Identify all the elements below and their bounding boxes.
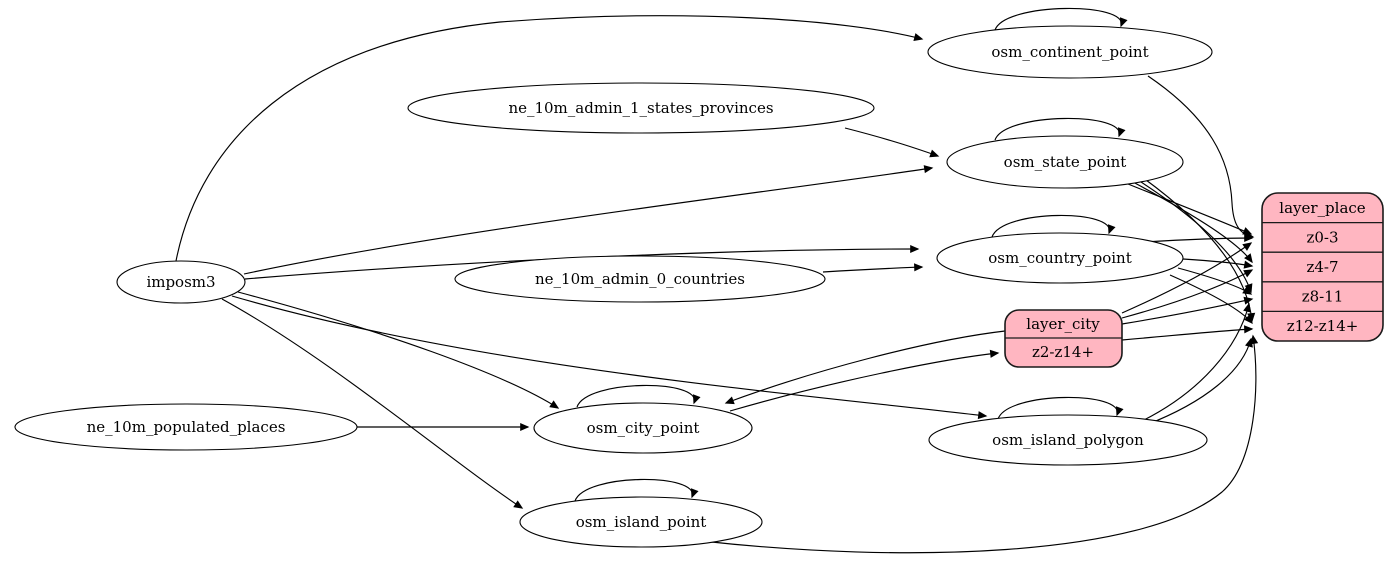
edge-layer-city-to-layer-place-z12-z14 xyxy=(1121,325,1254,341)
edge-osm-state-point-to-layer-place-z4-7 xyxy=(1132,181,1253,264)
edge-osm-state-point-to-layer-place-z8-11 xyxy=(1137,179,1253,294)
node-osm-country-point-shape xyxy=(936,232,1184,284)
node-layer-place-shape xyxy=(1261,192,1384,342)
node-osm-city-point-shape xyxy=(533,402,753,454)
node-osm-continent-point-label: osm_continent_point xyxy=(991,43,1148,61)
node-osm-island-point: osm_island_point xyxy=(519,496,763,548)
node-ne-10m-populated-places: ne_10m_populated_places xyxy=(14,403,358,451)
node-imposm3-shape xyxy=(116,260,246,304)
node-osm-island-point-shape xyxy=(519,496,763,548)
node-layer-place-title: layer_place xyxy=(1279,199,1366,217)
node-osm-country-point-label: osm_country_point xyxy=(988,249,1132,267)
node-osm-island-point-label: osm_island_point xyxy=(576,513,707,531)
self-loop-osm-state-point xyxy=(994,117,1126,141)
node-ne-10m-admin-1-states-provinces-shape xyxy=(407,82,875,134)
edge-osm-country-point-to-layer-place-z8-11 xyxy=(1177,267,1253,295)
edge-osm-country-point-to-layer-place-z12-z14 xyxy=(1169,274,1253,325)
node-ne-10m-admin-0-countries-label: ne_10m_admin_0_countries xyxy=(535,270,745,288)
edge-osm-country-point-to-layer-place-z4-7 xyxy=(1182,258,1254,269)
edge-osm-island-polygon-to-layer-place-z8-11 xyxy=(1141,302,1252,422)
node-ne-10m-admin-1-states-provinces: ne_10m_admin_1_states_provinces xyxy=(407,82,875,134)
edge-layer xyxy=(175,7,1259,554)
node-ne-10m-admin-1-states-provinces-label: ne_10m_admin_1_states_provinces xyxy=(508,99,773,117)
edge-osm-island-point-to-layer-place-z12-z14 xyxy=(701,334,1259,554)
node-layer-city: layer_city z2-z14+ xyxy=(1004,309,1123,368)
layer-place-row-z12-z14: z12-z14+ xyxy=(1287,317,1359,335)
edge-osm-city-point-to-layer-city-z2-z14 xyxy=(729,349,1000,412)
node-osm-state-point-label: osm_state_point xyxy=(1004,153,1127,171)
edge-osm-state-point-to-layer-place-z0-3 xyxy=(1127,183,1253,235)
node-ne-10m-populated-places-label: ne_10m_populated_places xyxy=(87,418,286,436)
edge-imposm3-to-osm-continent-point xyxy=(175,15,924,262)
node-osm-continent-point-shape xyxy=(927,25,1213,79)
edge-layer-city-to-layer-place-z8-11 xyxy=(1121,296,1254,325)
node-ne-10m-admin-0-countries: ne_10m_admin_0_countries xyxy=(454,255,826,303)
node-osm-state-point-shape xyxy=(946,135,1184,189)
edge-imposm3-to-osm-state-point xyxy=(243,165,934,275)
node-osm-city-point: osm_city_point xyxy=(533,402,753,454)
self-loop-osm-country-point xyxy=(991,214,1116,238)
node-osm-island-polygon: osm_island_polygon xyxy=(928,414,1208,466)
edge-layer-city-to-layer-place-z0-3 xyxy=(1121,242,1253,314)
self-loop-osm-city-point xyxy=(576,384,701,408)
edge-imposm3-to-osm-city-point xyxy=(237,291,560,409)
edge-ne-10m-admin-1-states-provinces-to-osm-state-point xyxy=(844,127,940,158)
layer-place-row-z0-3: z0-3 xyxy=(1306,229,1338,247)
edge-layer-city-to-layer-place-z4-7 xyxy=(1121,269,1254,319)
layer-place-row-z8-11: z8-11 xyxy=(1302,288,1344,306)
node-imposm3-label: imposm3 xyxy=(146,273,215,291)
node-osm-island-polygon-label: osm_island_polygon xyxy=(992,431,1144,449)
node-osm-city-point-label: osm_city_point xyxy=(587,419,700,437)
layer-place-row-z4-7: z4-7 xyxy=(1306,258,1338,276)
layer-city-row-z2-z14: z2-z14+ xyxy=(1032,343,1094,361)
node-osm-state-point: osm_state_point xyxy=(946,135,1184,189)
self-loop-osm-continent-point xyxy=(994,7,1128,31)
node-ne-10m-populated-places-shape xyxy=(14,403,358,451)
edge-imposm3-to-osm-island-polygon xyxy=(231,295,988,420)
edge-layer-city-to-osm-city-point xyxy=(724,330,1006,405)
edge-osm-island-polygon-to-layer-place-z12-z14 xyxy=(1145,337,1253,426)
node-osm-country-point: osm_country_point xyxy=(936,232,1184,284)
edge-ne-10m-admin-0-countries-to-osm-country-point xyxy=(822,263,924,273)
node-layer-place: layer_place z0-3 z4-7 z8-11 z12-z14+ xyxy=(1261,192,1384,342)
self-loop-osm-island-polygon xyxy=(997,396,1124,420)
edge-imposm3-to-osm-island-point xyxy=(221,298,524,509)
node-osm-island-polygon-shape xyxy=(928,414,1208,466)
node-layer-city-title: layer_city xyxy=(1026,315,1100,333)
self-loop-osm-island-point xyxy=(574,478,699,502)
node-ne-10m-admin-0-countries-shape xyxy=(454,255,826,303)
node-imposm3: imposm3 xyxy=(116,260,246,304)
node-osm-continent-point: osm_continent_point xyxy=(927,25,1213,79)
